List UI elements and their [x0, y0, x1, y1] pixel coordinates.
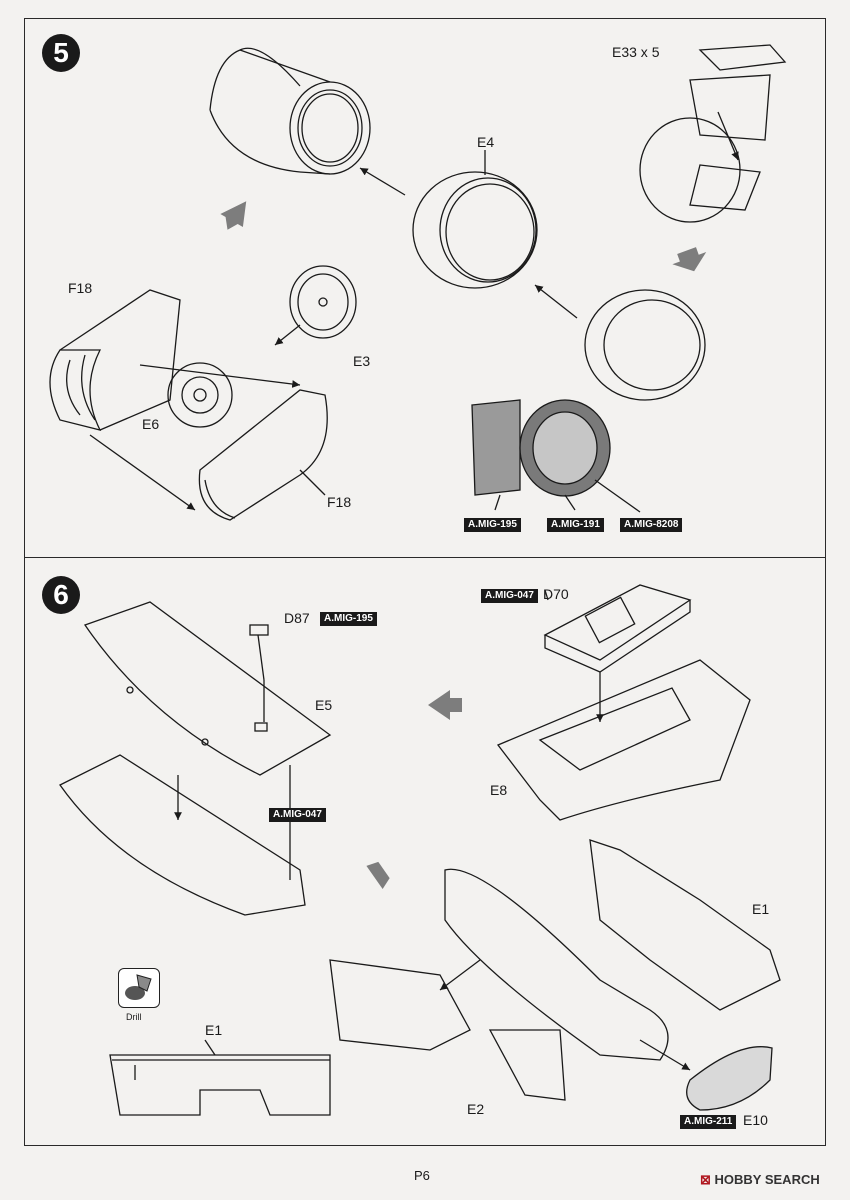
flow-arrows [220, 201, 707, 890]
fuselage-assembly [329, 839, 781, 1101]
paint-badge-d70: A.MIG-047 [481, 589, 538, 603]
part-e1-side-view [109, 1054, 331, 1116]
label-d70: D70 [543, 586, 569, 602]
label-d87: D87 [284, 610, 310, 626]
paint-badge-mig-195: A.MIG-195 [464, 518, 521, 532]
step-divider [24, 557, 826, 558]
part-e4 [412, 171, 538, 289]
part-e3 [289, 265, 357, 339]
page-frame [24, 18, 826, 1146]
drill-icon [118, 968, 160, 1008]
label-f18-bottom: F18 [327, 494, 352, 510]
part-f18-upper-shell [49, 289, 181, 431]
lower-shell-assembly [59, 754, 306, 916]
painted-nozzle-part [471, 399, 611, 497]
watermark: ⊠ HOBBY SEARCH [700, 1172, 820, 1187]
label-e8: E8 [490, 782, 508, 798]
paint-badge-mig-8208: A.MIG-8208 [620, 518, 683, 532]
part-f18-lower-shell [198, 389, 328, 521]
paint-badge-e5: A.MIG-047 [269, 808, 326, 822]
label-e3: E3 [353, 353, 371, 369]
step-number-6: 6 [42, 576, 80, 614]
paint-badge-e10: A.MIG-211 [680, 1115, 737, 1129]
part-e10 [686, 1046, 773, 1111]
part-e8-panel [496, 659, 751, 821]
page-number: P6 [414, 1168, 430, 1183]
label-f18-top: F18 [68, 280, 93, 296]
label-e10: E10 [743, 1112, 768, 1128]
part-e5-panel [83, 601, 332, 776]
label-e1-left: E1 [205, 1022, 223, 1038]
part-e6 [167, 362, 233, 428]
label-e33: E33 x 5 [612, 44, 660, 60]
paint-badge-mig-191: A.MIG-191 [547, 518, 604, 532]
paint-badge-d87: A.MIG-195 [320, 612, 377, 626]
label-e1-right: E1 [752, 901, 770, 917]
part-d87 [249, 624, 269, 722]
step-number-5: 5 [42, 34, 80, 72]
label-e6: E6 [142, 416, 160, 432]
watermark-text: HOBBY SEARCH [714, 1172, 820, 1187]
part-e33-assembly [639, 44, 787, 223]
label-drill: Drill [126, 1012, 142, 1022]
label-e4: E4 [477, 134, 495, 150]
label-e5: E5 [315, 697, 333, 713]
label-e2: E2 [467, 1101, 485, 1117]
exhaust-tube-part [209, 47, 371, 175]
nozzle-ring-part [584, 289, 706, 401]
